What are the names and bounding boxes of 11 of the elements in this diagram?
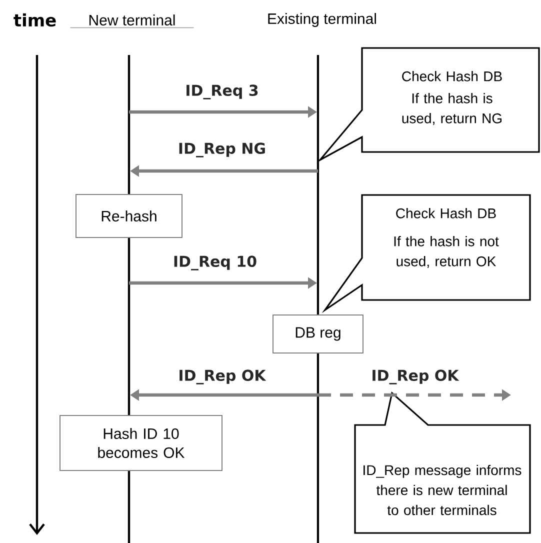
edge-label: ID_Rep NG	[179, 142, 265, 158]
edge-label: ID_Rep OK	[180, 370, 266, 384]
lifeline-header: Existing terminal	[268, 13, 376, 27]
edge-label: ID_Req 10	[174, 256, 256, 270]
callout: Check Hash DB If the hash is not used, return OK	[322, 194, 531, 314]
lifeline-header: New terminal	[70, 14, 194, 28]
process-box: Hash ID 10 becomes OK	[60, 415, 222, 471]
edge-label: ID_Req 3	[186, 84, 258, 100]
edge-label: ID_Rep OK	[372, 370, 460, 384]
callout: Check Hash DB If the hash is used, return NG	[316, 47, 540, 163]
callout: ID_Rep message informs there is new terminal to other terminals	[354, 392, 531, 534]
